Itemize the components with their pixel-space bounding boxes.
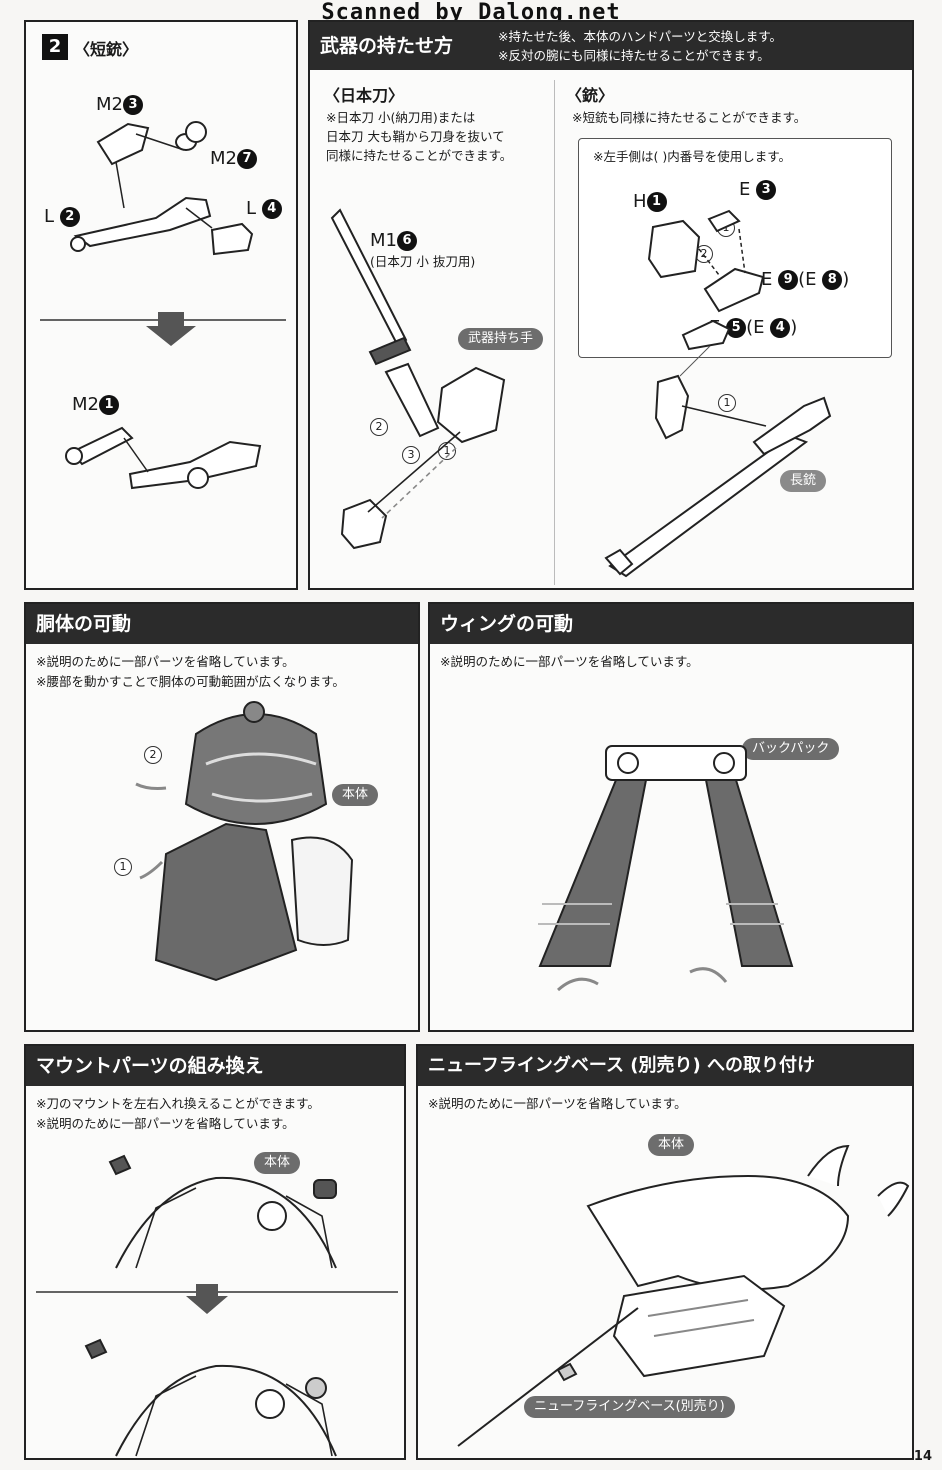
part-number-badge: 5 — [726, 318, 747, 338]
page-number: 14 — [913, 1449, 932, 1464]
mount-header: マウントパーツの組み換え — [26, 1046, 404, 1086]
torso-title: 胴体の可動 — [36, 613, 132, 635]
part-number-badge: 3 — [122, 95, 143, 115]
part-label-e9-e8: E 9(E 8) — [761, 269, 850, 290]
flying-base-body-tag: 本体 — [648, 1134, 695, 1156]
part-number-badge: 6 — [396, 231, 417, 251]
mount-notes: ※刀のマウントを左右入れ換えることができます。 ※説明のために一部パーツを省略し… — [36, 1096, 320, 1131]
part-number-badge: 3 — [756, 180, 777, 200]
gun-inset-note: ※左手側は( )内番号を使用します。 — [593, 149, 791, 164]
wing-panel: ウィングの可動 ※説明のために一部パーツを省略しています。 バックパック — [428, 602, 914, 1032]
flying-base-notes: ※説明のために一部パーツを省略しています。 — [428, 1096, 687, 1111]
flying-base-title: ニューフライングベース (別売り) への取り付け — [428, 1055, 816, 1076]
katana-title: 〈日本刀〉 — [324, 86, 405, 105]
part-number-badge: 4 — [770, 318, 791, 338]
torso-header: 胴体の可動 — [26, 604, 418, 644]
step-circle: 1 — [114, 858, 132, 876]
flying-base-header: ニューフライングベース (別売り) への取り付け — [418, 1046, 912, 1086]
short-gun-title: 〈短銃〉 — [74, 40, 139, 59]
part-number-badge: 9 — [778, 270, 799, 290]
katana-notes: ※日本刀 小(納刀用)または 日本刀 大も鞘から刀身を抜いて 同様に持たせること… — [326, 110, 513, 163]
step-circle: 2 — [370, 418, 388, 436]
weapon-hold-header: 武器の持たせ方 ※持たせた後、本体のハンドパーツと交換します。 ※反対の腕にも同… — [310, 22, 912, 70]
torso-body-tag: 本体 — [332, 784, 379, 806]
mount-title: マウントパーツの組み換え — [36, 1055, 264, 1077]
flying-base-tag: ニューフライングベース(別売り) — [524, 1396, 735, 1418]
part-number-badge: 7 — [236, 149, 257, 169]
weapon-hold-notes: ※持たせた後、本体のハンドパーツと交換します。 ※反対の腕にも同様に持たせること… — [498, 29, 782, 63]
katana-part-note: (日本刀 小 抜刀用) — [370, 254, 476, 269]
flying-base-illustration — [457, 1144, 910, 1447]
wing-notes: ※説明のために一部パーツを省略しています。 — [440, 654, 699, 669]
step-circle: 1 — [718, 394, 736, 412]
part-number-badge: 1 — [98, 395, 119, 415]
short-gun-step-badge: 2 — [42, 34, 68, 60]
wing-title: ウィングの可動 — [440, 613, 574, 635]
part-label-l-2: L 2 — [44, 206, 80, 227]
step-circle: 3 — [402, 446, 420, 464]
short-gun-illustration — [40, 121, 286, 490]
weapon-hold-divider — [554, 80, 555, 585]
flying-base-panel: ニューフライングベース (別売り) への取り付け ※説明のために一部パーツを省略… — [416, 1044, 914, 1460]
part-number-badge: 4 — [261, 199, 282, 219]
torso-illustration — [135, 701, 354, 982]
wing-illustration — [538, 745, 794, 992]
weapon-hold-panel: 武器の持たせ方 ※持たせた後、本体のハンドパーツと交換します。 ※反対の腕にも同… — [308, 20, 914, 590]
part-number-badge: 2 — [59, 207, 80, 227]
part-label-l-4: L 4 — [246, 198, 282, 219]
part-number-badge: 8 — [822, 270, 843, 290]
part-number-badge: 1 — [646, 192, 667, 212]
gun-note: ※短銃も同様に持たせることができます。 — [572, 110, 807, 125]
torso-panel: 胴体の可動 ※説明のために一部パーツを省略しています。 ※腰部を動かすことで胴体… — [24, 602, 420, 1032]
long-gun-tag: 長銃 — [780, 470, 827, 492]
wing-header: ウィングの可動 — [430, 604, 912, 644]
mount-panel: マウントパーツの組み換え ※刀のマウントを左右入れ換えることができます。 ※説明… — [24, 1044, 406, 1460]
mount-illustration — [36, 1154, 398, 1457]
weapon-hand-tag: 武器持ち手 — [458, 328, 544, 350]
part-label-e3: E 3 — [739, 179, 777, 200]
weapon-hold-title: 武器の持たせ方 — [320, 35, 454, 57]
mount-body-tag: 本体 — [254, 1152, 301, 1174]
weapon-hold-illustration — [330, 208, 832, 578]
backpack-tag: バックパック — [742, 738, 840, 760]
gun-inset-box: ※左手側は( )内番号を使用します。 H1 E 3 E 9(E 8) E 5(E… — [578, 138, 892, 358]
step-circle: 2 — [144, 746, 162, 764]
torso-notes: ※説明のために一部パーツを省略しています。 ※腰部を動かすことで胴体の可動範囲が… — [36, 654, 345, 689]
gun-title: 〈銃〉 — [566, 86, 615, 105]
gun-inset-illustration — [647, 209, 765, 351]
